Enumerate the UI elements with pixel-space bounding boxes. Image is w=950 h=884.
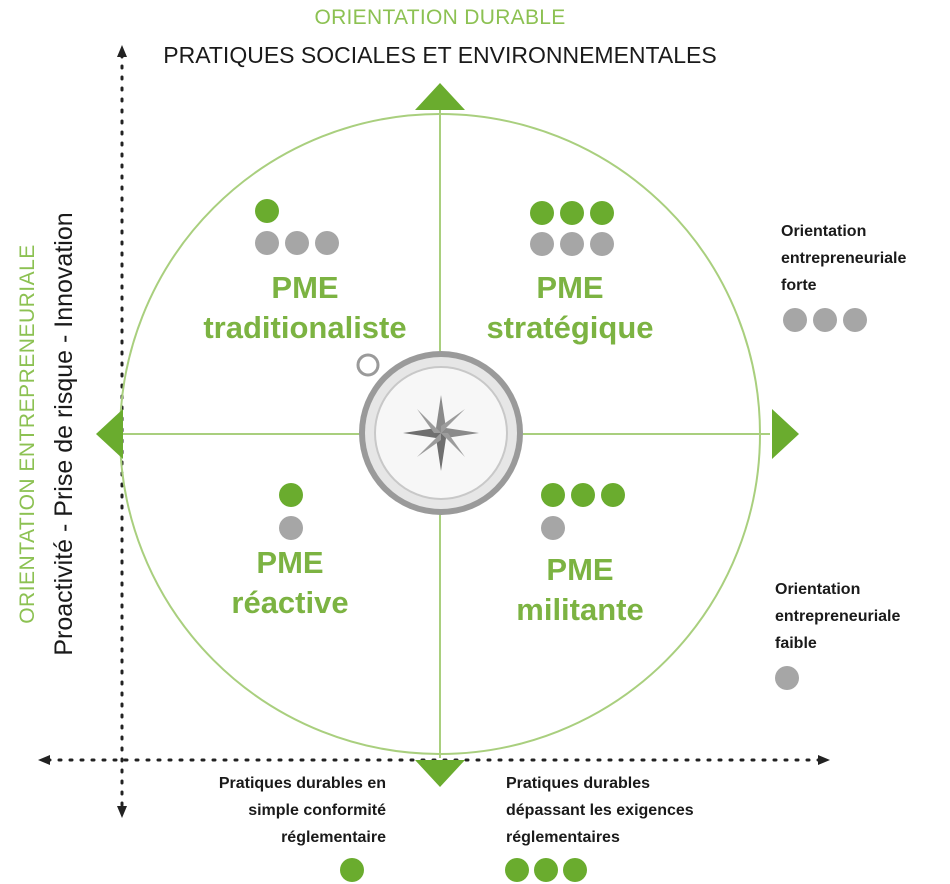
left-axis-subtitle: Proactivité - Prise de risque - Innovati…	[50, 212, 78, 655]
quadrant-label-line1: PME	[271, 270, 339, 305]
gray-dot	[775, 666, 799, 690]
left-axis-title: ORIENTATION ENTREPRENEURIALE	[16, 244, 39, 624]
green-dot	[571, 483, 595, 507]
gray-dot	[541, 516, 565, 540]
gray-dot	[560, 232, 584, 256]
right-arrow-icon	[818, 755, 830, 765]
top-axis-title: ORIENTATION DURABLE	[314, 6, 566, 29]
green-dot	[590, 201, 614, 225]
top-triangle-icon	[415, 83, 465, 110]
green-dot	[279, 483, 303, 507]
legend-line: Pratiques durables	[506, 775, 651, 792]
quadrant-label-line2: stratégique	[486, 310, 654, 345]
quadrant-traditionaliste-label: PME traditionaliste	[195, 268, 415, 348]
left-triangle-icon	[96, 409, 123, 459]
legend-simple-label: Pratiques durables en simple conformité …	[150, 770, 386, 851]
legend-line: forte	[781, 277, 817, 294]
green-dot	[255, 199, 279, 223]
right-triangle-icon	[772, 409, 799, 459]
gray-dot	[285, 231, 309, 255]
legend-beyond-dots	[505, 858, 587, 882]
legend-line: simple conformité	[248, 802, 386, 819]
legend-line: Pratiques durables en	[218, 775, 386, 792]
green-dot	[541, 483, 565, 507]
bottom-triangle-icon	[415, 760, 465, 787]
legend-strong-dots	[783, 308, 867, 332]
green-dot	[560, 201, 584, 225]
gray-dot	[255, 231, 279, 255]
up-arrow-icon	[117, 45, 127, 57]
legend-line: réglementaires	[506, 829, 620, 846]
gray-dot	[843, 308, 867, 332]
quadrant-label-line1: PME	[546, 552, 614, 587]
quadrant-label-line2: militante	[516, 592, 644, 627]
gray-dot	[315, 231, 339, 255]
legend-simple-dots	[340, 858, 364, 882]
green-dot	[601, 483, 625, 507]
quadrant-reactive-dots	[279, 483, 303, 540]
quadrant-strategique-dots	[530, 201, 614, 256]
compass-icon	[356, 351, 523, 515]
green-dot	[505, 858, 529, 882]
quadrant-reactive-label: PME réactive	[190, 543, 390, 623]
legend-line: dépassant les exigences	[506, 802, 694, 819]
quadrant-label-line1: PME	[256, 545, 324, 580]
quadrant-traditionaliste-dots	[255, 199, 339, 255]
legend-line: faible	[775, 635, 817, 652]
gray-dot	[590, 232, 614, 256]
gray-dot	[530, 232, 554, 256]
down-arrow-icon	[117, 806, 127, 818]
quadrant-militante-dots	[541, 483, 625, 540]
legend-line: réglementaire	[281, 829, 386, 846]
gray-dot	[813, 308, 837, 332]
green-dot	[534, 858, 558, 882]
left-arrow-icon	[38, 755, 50, 765]
legend-weak-dots	[775, 666, 799, 690]
quadrant-militante-label: PME militante	[480, 550, 680, 630]
green-dot	[563, 858, 587, 882]
top-axis-subtitle: PRATIQUES SOCIALES ET ENVIRONNEMENTALES	[163, 42, 717, 68]
legend-line: entrepreneuriale	[775, 608, 901, 625]
legend-weak-label: Orientation entrepreneuriale faible	[775, 576, 949, 657]
quadrant-label-line2: traditionaliste	[203, 310, 407, 345]
quadrant-label-line2: réactive	[231, 585, 349, 620]
legend-line: Orientation	[781, 223, 867, 240]
green-dot	[340, 858, 364, 882]
legend-line: Orientation	[775, 581, 861, 598]
quadrant-label-line1: PME	[536, 270, 604, 305]
gray-dot	[783, 308, 807, 332]
quadrant-strategique-label: PME stratégique	[460, 268, 680, 348]
legend-beyond-label: Pratiques durables dépassant les exigenc…	[506, 770, 766, 851]
legend-strong-label: Orientation entrepreneuriale forte	[781, 218, 949, 299]
gray-dot	[279, 516, 303, 540]
green-dot	[530, 201, 554, 225]
legend-line: entrepreneuriale	[781, 250, 907, 267]
